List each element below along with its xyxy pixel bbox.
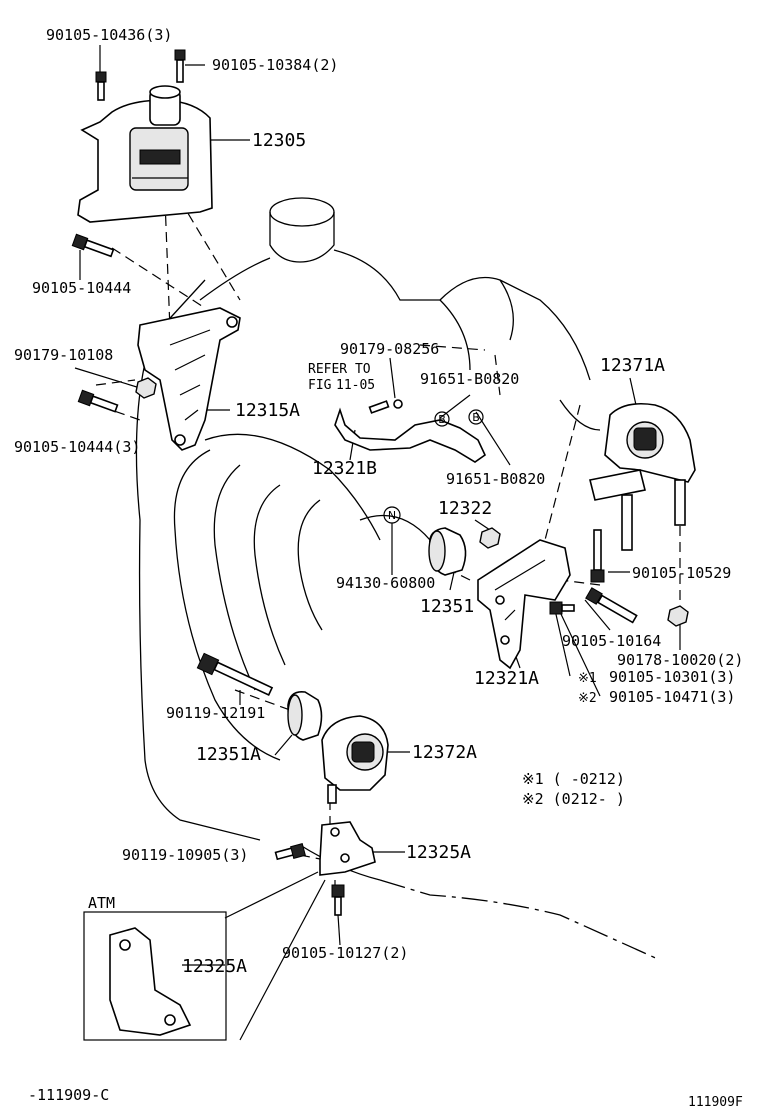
- nut-10108-icon: [135, 377, 157, 399]
- bolt-10164-icon: [585, 587, 638, 624]
- label-mount-12305: 12305: [252, 130, 306, 151]
- label-nut-08256: 90179-08256: [340, 340, 439, 358]
- bolt-10444-3-icon: [77, 389, 119, 413]
- label-nut-10020: 90178-10020(2): [617, 651, 743, 669]
- label-bracket-12321a: 12321A: [474, 668, 539, 689]
- label-atm: ATM: [88, 894, 115, 912]
- bracket-12321a: [477, 539, 571, 670]
- circle-b-marker-2: B: [468, 409, 484, 425]
- label-mark-1: ※1: [578, 671, 597, 686]
- label-fig: FIG: [308, 378, 332, 393]
- label-bolt-10436: 90105-10436(3): [46, 26, 172, 44]
- bolt-10905-icon: [274, 843, 306, 861]
- label-pin-b0820-bottom: 91651-B0820: [446, 470, 545, 488]
- label-part-12351a: 12351A: [196, 744, 261, 765]
- footer-code-right: 111909F: [688, 1095, 743, 1110]
- atm-inset: [83, 911, 227, 1041]
- bolt-10127-icon: [331, 884, 345, 916]
- label-bracket-12325a-atm: 12325A: [182, 956, 247, 977]
- label-bracket-12315a: 12315A: [235, 400, 300, 421]
- label-bolt-10164: 90105-10164: [562, 632, 661, 650]
- label-note-1: ※1 ( -0212): [522, 770, 625, 788]
- circle-n-marker: N: [383, 506, 401, 524]
- svg-text:B: B: [438, 413, 446, 426]
- label-bolt-10301: 90105-10301(3): [609, 668, 735, 686]
- bracket-12315a: [137, 307, 241, 451]
- circle-b-marker-1: B: [434, 411, 450, 427]
- label-mount-12372a: 12372A: [412, 742, 477, 763]
- bolt-10436-icon: [95, 71, 107, 101]
- label-bolt-10529: 90105-10529: [632, 564, 731, 582]
- label-bolt-10471: 90105-10471(3): [609, 688, 735, 706]
- engine-mount-12371a: [589, 402, 696, 551]
- engine-mount-12305: [77, 85, 213, 223]
- part-12322-icon: [479, 527, 501, 549]
- label-part-12322: 12322: [438, 498, 492, 519]
- label-bracket-12325a: 12325A: [406, 842, 471, 863]
- svg-text:B: B: [472, 411, 480, 424]
- nut-10020-icon: [667, 605, 689, 627]
- label-bolt-10905: 90119-10905(3): [122, 846, 248, 864]
- footer-code-left: -111909-C: [28, 1086, 109, 1104]
- label-refer-to: REFER TO: [308, 362, 371, 377]
- label-fig-number: 11-05: [336, 378, 375, 393]
- label-bracket-12321b: 12321B: [312, 458, 377, 479]
- svg-text:N: N: [388, 509, 396, 522]
- label-mark-2: ※2: [578, 691, 597, 706]
- label-bolt-10444-3: 90105-10444(3): [14, 438, 140, 456]
- label-mount-12371a: 12371A: [600, 355, 665, 376]
- bracket-12321b: [334, 399, 487, 463]
- callout-lines: [74, 45, 681, 1041]
- bracket-12325a: [319, 821, 376, 876]
- label-bolt-12191: 90119-12191: [166, 704, 265, 722]
- label-bolt-10384: 90105-10384(2): [212, 56, 338, 74]
- label-plug-60800: 94130-60800: [336, 574, 435, 592]
- label-bolt-10444: 90105-10444: [32, 279, 131, 297]
- label-pin-b0820-top: 91651-B0820: [420, 370, 519, 388]
- label-part-12351: 12351: [420, 596, 474, 617]
- engine-mount-12372a: [321, 715, 389, 804]
- label-nut-10108: 90179-10108: [14, 346, 113, 364]
- cushion-12351a: [287, 690, 323, 741]
- bolt-10444-icon: [71, 233, 115, 258]
- cushion-12351: [428, 527, 467, 576]
- bolt-10384-icon: [174, 49, 186, 83]
- part-labels: 90105-10436(3) 90105-10384(2) 12305 9010…: [14, 26, 743, 1110]
- label-bolt-10127: 90105-10127(2): [282, 944, 408, 962]
- label-note-2: ※2 (0212- ): [522, 790, 625, 808]
- bolt-12191-icon: [196, 652, 274, 697]
- bolt-10529-icon: [590, 529, 605, 583]
- bolt-10301-icon: [549, 601, 575, 615]
